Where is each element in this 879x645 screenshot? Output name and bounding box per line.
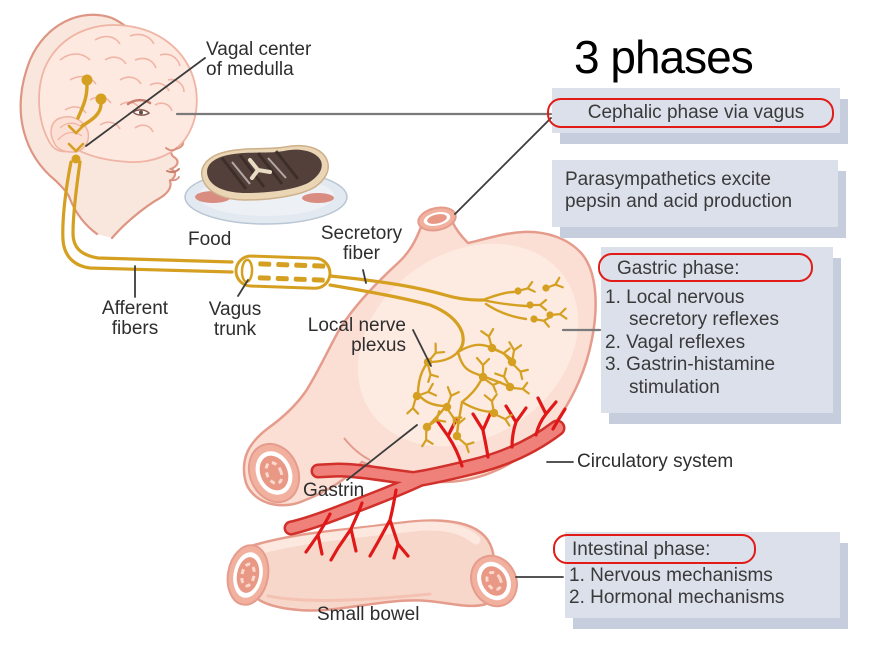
label-vagal-center: Vagal center of medulla (206, 39, 312, 80)
cephalic-pointer-diagonal (454, 117, 552, 215)
cephalic-phase-label: Cephalic phase via vagus (587, 102, 805, 123)
list-item: 2. Hormonal mechanisms (569, 587, 785, 608)
gastric-highlight-outline (598, 253, 813, 282)
face-features-art (126, 98, 180, 182)
cephalic-phase-box: Cephalic phase via vagus (547, 88, 840, 133)
parasympathetic-note-text: Parasympathetics excite pepsin and acid … (565, 169, 793, 212)
label-food: Food (188, 229, 232, 250)
vessel-branches (304, 396, 567, 562)
vagus-trunk-pointer (237, 279, 249, 297)
bowel-right-opening-art (470, 554, 518, 608)
list-item: 1. Nervous mechanisms (569, 565, 773, 586)
gastric-phase-list: 1. Local nervous secretory reflexes 2. V… (605, 287, 809, 399)
esophagus-opening-art (417, 206, 457, 232)
cephalic-highlight-outline (547, 98, 834, 128)
vagus-nerve-art (61, 74, 568, 454)
duodenum-opening-art (247, 442, 301, 504)
label-local-nerve-plexus: Local nerve plexus (307, 315, 406, 356)
intestinal-phase-heading: Intestinal phase: (572, 539, 711, 560)
parasympathetic-note-box: Parasympathetics excite pepsin and acid … (552, 160, 838, 227)
gastric-phase-box: Gastric phase: 1. Local nervous secretor… (598, 247, 833, 413)
plexus-pointer (412, 329, 432, 367)
label-vagus-trunk: Vagus trunk (208, 299, 262, 340)
bowel-left-opening-art (226, 544, 270, 606)
intestinal-phase-box: Intestinal phase: 1. Nervous mechanisms … (553, 532, 840, 618)
steak-art (201, 144, 329, 201)
vagus-trunk-sheath-art (234, 254, 332, 290)
label-secretory-fiber: Secretory fiber (320, 223, 403, 264)
gastric-phase-heading: Gastric phase: (617, 258, 740, 279)
intestinal-phase-list: 1. Nervous mechanisms 2. Hormonal mechan… (569, 565, 833, 609)
head-profile-art (19, 13, 198, 240)
nerve-plexus-art (399, 324, 534, 454)
secretory-fiber-pointer (362, 269, 367, 284)
list-item: 2. Vagal reflexes (605, 331, 746, 353)
list-item: 3. Gastrin-histamine stimulation (605, 354, 776, 398)
page-title: 3 phases (574, 31, 754, 83)
blood-vessel-art (283, 396, 567, 562)
gastrin-pointer (346, 424, 418, 481)
vagal-center-pointer (85, 57, 206, 147)
list-item: 1. Local nervous secretory reflexes (605, 287, 779, 331)
label-gastrin: Gastrin (303, 480, 365, 501)
stomach-art (242, 206, 597, 507)
small-bowel-art (226, 519, 518, 612)
label-circulatory-system: Circulatory system (577, 451, 734, 472)
connector-lines (85, 57, 602, 578)
brain-art (38, 24, 198, 163)
food-plate-art (184, 144, 348, 225)
intestinal-highlight-outline (553, 534, 756, 564)
label-afferent-fibers: Afferent fibers (101, 298, 169, 339)
label-small-bowel: Small bowel (317, 604, 420, 625)
secretory-endings-art (481, 276, 568, 328)
